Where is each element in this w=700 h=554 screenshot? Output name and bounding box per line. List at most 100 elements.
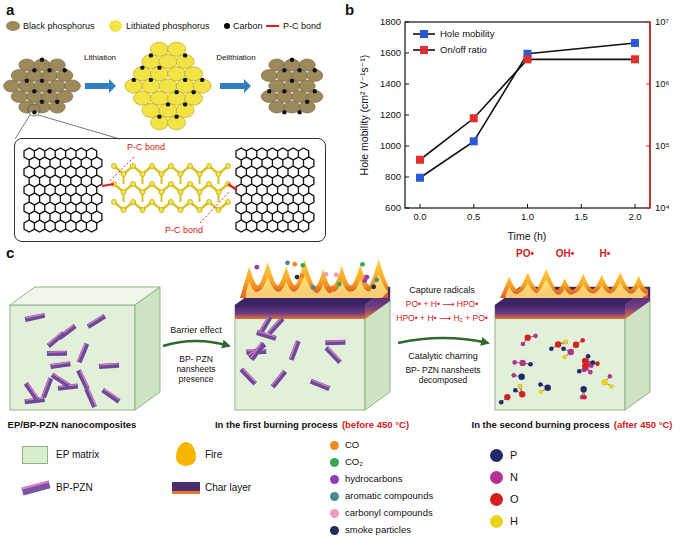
legend-text: H — [510, 515, 518, 528]
carbon-dot — [297, 110, 301, 114]
legend-swatch — [330, 492, 339, 501]
carbon-dot — [290, 58, 294, 62]
bp-pzn-plate — [87, 314, 107, 329]
tick-label: 1400 — [380, 79, 401, 90]
carbon-dot — [140, 65, 144, 69]
stage-temperature: (after 450 °C) — [614, 420, 673, 431]
legend-text: Lithiated phosphorus — [126, 21, 210, 31]
tick — [646, 208, 650, 209]
tick — [405, 208, 409, 209]
arrow-label: Capture radicals — [409, 285, 475, 295]
p-atom — [121, 171, 126, 176]
plot-frame — [405, 22, 650, 208]
arrow-label: BP- PZN nansheets decomposed — [395, 366, 491, 386]
particle — [159, 55, 177, 69]
plate-body — [99, 363, 119, 369]
tick — [405, 53, 409, 54]
legend-text: Black phosphorus — [23, 21, 95, 31]
gas-dot — [374, 277, 379, 282]
atom — [504, 394, 510, 400]
plate-edge — [251, 343, 261, 358]
legend-text: O — [510, 493, 519, 506]
particle — [185, 67, 203, 81]
carbon-dot — [157, 114, 161, 118]
tick — [646, 84, 650, 85]
gas-dot — [310, 285, 315, 290]
tick-label: 2.0 — [628, 212, 641, 223]
legend-text: carbonyl compounds — [345, 508, 433, 519]
atom — [609, 384, 614, 389]
carbon-dot — [183, 53, 187, 57]
plate-edge — [48, 333, 62, 345]
arrow-label: Catalytic charring — [408, 351, 478, 361]
atom — [518, 384, 523, 389]
plate-edge — [78, 344, 85, 361]
p-atom — [197, 171, 202, 176]
p-atom — [140, 171, 145, 176]
particle — [150, 42, 168, 56]
legend-text: BP-PZN — [56, 482, 93, 494]
composite-cube — [235, 287, 390, 410]
pc-bond — [228, 184, 237, 190]
axis-title: Hole mobility (cm² V⁻¹s⁻¹) — [358, 55, 370, 176]
p-atom — [159, 207, 164, 212]
plate-body — [76, 369, 89, 389]
atom — [561, 346, 566, 351]
p-atom — [216, 189, 221, 194]
plate-edge — [290, 342, 296, 359]
stage-caption: In the second burning process — [472, 420, 610, 431]
p-atom — [149, 199, 154, 204]
pc-bond — [102, 184, 114, 186]
tick-label: 1600 — [380, 48, 401, 59]
cube-front — [235, 305, 365, 410]
p-atom — [121, 207, 126, 212]
legend-marker-sample — [420, 30, 428, 38]
tick — [581, 204, 582, 208]
legend-text: P — [510, 449, 517, 462]
flame — [500, 269, 648, 298]
p-atom — [206, 181, 211, 186]
carbon-dot — [149, 53, 153, 57]
plate-body — [324, 346, 341, 364]
atom — [519, 360, 525, 366]
tick-label: 10⁵ — [655, 141, 670, 152]
plate-edge — [26, 314, 44, 318]
plate-body — [41, 378, 53, 398]
p-atom — [111, 163, 116, 168]
plate-edge — [312, 380, 329, 387]
particle — [4, 80, 20, 92]
tick — [405, 177, 409, 178]
plate-edge — [51, 362, 69, 365]
legend-text: hydrocarbons — [345, 474, 403, 485]
plate-body — [47, 331, 66, 348]
axis-title: Time (h) — [508, 230, 547, 242]
legend-text: CO — [345, 440, 359, 451]
tick-label: 800 — [385, 172, 401, 183]
data-marker — [631, 55, 639, 63]
tick-label: 10⁶ — [655, 79, 669, 90]
carbon-dot — [47, 68, 51, 72]
p-atom — [206, 199, 211, 204]
atom — [519, 391, 525, 397]
particle — [11, 91, 27, 103]
particle — [261, 70, 277, 82]
gas-dot — [295, 275, 300, 280]
carbon-dot — [55, 100, 59, 104]
carbon-dot — [166, 102, 170, 106]
p-atom — [225, 163, 230, 168]
atom — [518, 374, 524, 380]
gas-dot — [300, 263, 305, 268]
legend-swatch — [490, 515, 503, 528]
panel-letter: a — [6, 1, 14, 18]
plate-edge — [104, 389, 119, 399]
particle — [269, 59, 285, 71]
legend-text: Fire — [205, 449, 222, 461]
atom — [545, 385, 551, 391]
data-line — [420, 59, 635, 159]
p-atom — [187, 199, 192, 204]
atom — [521, 342, 526, 347]
flame-core — [506, 279, 648, 298]
particle — [133, 91, 151, 105]
tick-label: 0.5 — [467, 212, 480, 223]
